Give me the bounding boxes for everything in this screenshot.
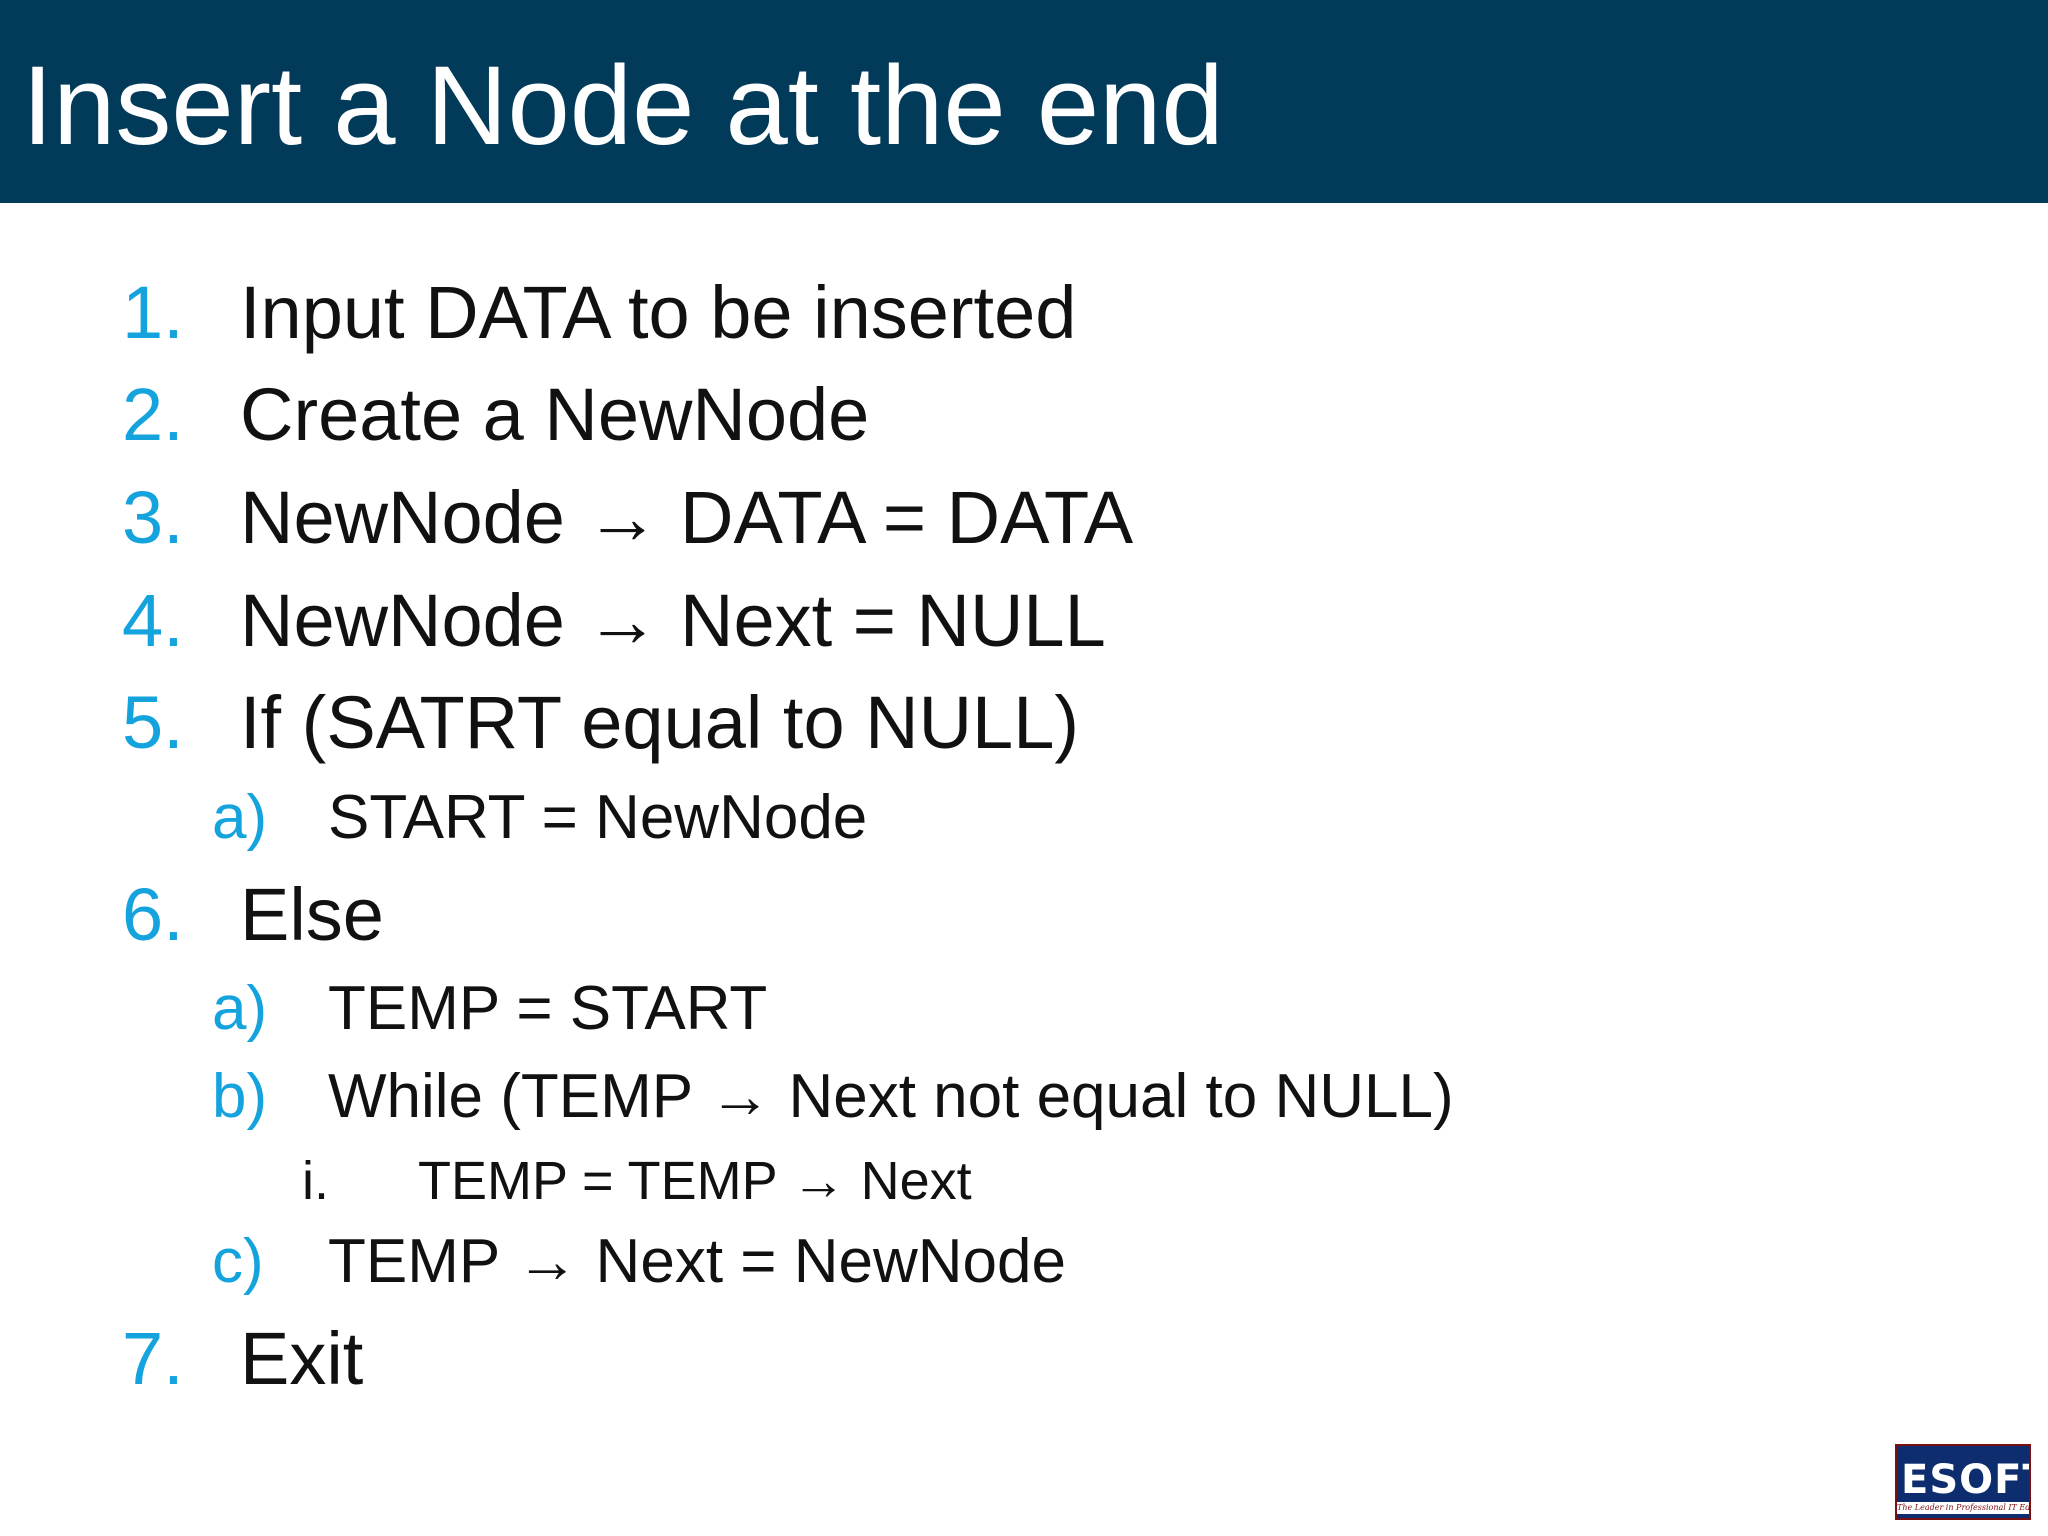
step-5-number: 5. (122, 681, 184, 764)
step-2-number: 2. (122, 373, 184, 456)
step-3-number: 3. (122, 476, 184, 559)
step-1-number: 1. (122, 271, 184, 354)
step-6-number: 6. (122, 873, 184, 956)
step-4-number: 4. (122, 579, 184, 662)
step-5-text: If (SATRT equal to NULL) (240, 681, 1080, 764)
step-6-text: Else (240, 873, 384, 956)
step-6b-letter: b) (212, 1062, 268, 1131)
step-6b-i-text: TEMP = TEMP → Next (418, 1151, 972, 1211)
step-6c-letter: c) (212, 1227, 264, 1296)
step-2-text: Create a NewNode (240, 373, 870, 456)
step-7-text: Exit (240, 1317, 364, 1400)
step-1-text: Input DATA to be inserted (240, 271, 1077, 354)
step-4-text: NewNode → Next = NULL (240, 579, 1106, 662)
step-6b-i-numeral: i. (302, 1151, 329, 1211)
step-7-number: 7. (122, 1317, 184, 1400)
logo-top-band (1897, 1446, 2029, 1456)
slide-title: Insert a Node at the end (22, 43, 1224, 168)
step-3-text: NewNode → DATA = DATA (240, 476, 1134, 559)
step-6b-text: While (TEMP → Next not equal to NULL) (328, 1062, 1454, 1131)
step-6a-letter: a) (212, 974, 268, 1043)
step-6c-text: TEMP → Next = NewNode (328, 1227, 1066, 1296)
step-6a-text: TEMP = START (328, 974, 768, 1043)
title-bar: Insert a Node at the end (0, 0, 2048, 203)
step-5a-text: START = NewNode (328, 783, 868, 852)
step-5a-letter: a) (212, 783, 268, 852)
logo-tagline: The Leader in Professional IT Education (1897, 1502, 2031, 1514)
